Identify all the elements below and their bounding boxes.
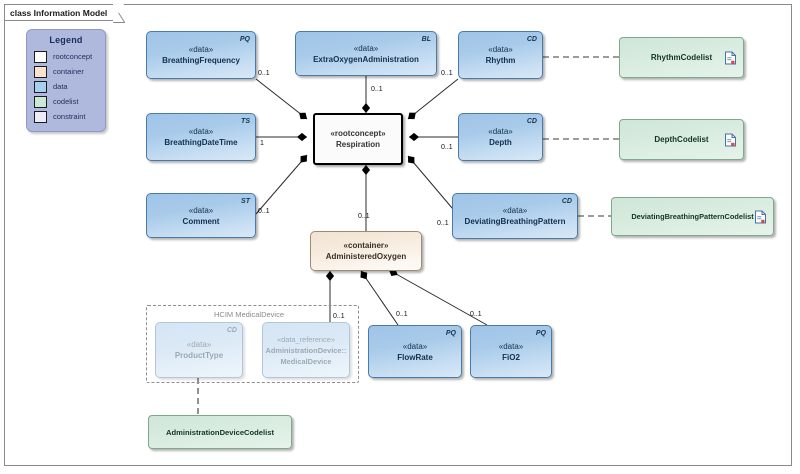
class-administered-oxygen[interactable]: «container» AdministeredOxygen <box>310 231 422 271</box>
class-breathing-frequency-stereotype: «data» <box>188 45 214 54</box>
multiplicity-deviating-breathing-pattern: 0..1 <box>437 220 449 227</box>
multiplicity-comment: 0..1 <box>258 208 270 215</box>
document-icon <box>725 51 736 64</box>
class-flow-rate[interactable]: PQ «data» FlowRate <box>368 325 462 378</box>
class-administered-oxygen-stereotype: «container» <box>343 241 389 250</box>
multiplicity-flow-rate: 0..1 <box>396 311 408 318</box>
class-rhythm-type: CD <box>526 36 537 43</box>
legend-title: Legend <box>49 35 83 45</box>
diagram-title: class Information Model <box>10 7 108 18</box>
class-rhythm-name: Rhythm <box>485 56 516 65</box>
legend-swatch-rootconcept <box>34 50 47 63</box>
class-fio2-name: FiO2 <box>502 352 520 362</box>
class-product-type[interactable]: CD «data» ProductType <box>155 322 243 378</box>
codelist-administration-device[interactable]: AdministrationDeviceCodelist <box>148 415 292 449</box>
multiplicity-depth: 0..1 <box>441 144 453 151</box>
multiplicity-fio2: 0..1 <box>470 311 482 318</box>
multiplicity-breathing-frequency: 0..1 <box>258 70 270 77</box>
legend-label-container: container <box>53 67 84 76</box>
legend-label-rootconcept: rootconcept <box>53 52 93 61</box>
class-breathing-datetime-stereotype: «data» <box>188 127 214 136</box>
class-comment[interactable]: ST «data» Comment <box>146 193 256 238</box>
class-deviating-breathing-pattern-type: CD <box>561 198 572 205</box>
codelist-deviating-breathing-pattern[interactable]: DeviatingBreathingPatternCodelist <box>611 197 774 236</box>
class-comment-type: ST <box>241 198 250 205</box>
legend-item-data: data <box>27 79 105 94</box>
class-breathing-datetime-type: TS <box>241 118 250 125</box>
legend-label-constraint: constraint <box>53 112 86 121</box>
codelist-administration-device-name: AdministrationDeviceCodelist <box>165 427 275 437</box>
legend-swatch-data <box>34 80 47 93</box>
codelist-depth-name: DepthCodelist <box>654 135 709 144</box>
class-depth-name: Depth <box>489 138 512 147</box>
legend-item-codelist: codelist <box>27 94 105 109</box>
class-breathing-frequency[interactable]: PQ «data» BreathingFrequency <box>146 31 256 79</box>
class-fio2[interactable]: PQ «data» FiO2 <box>470 325 552 378</box>
codelist-deviating-breathing-pattern-name: DeviatingBreathingPatternCodelist <box>631 212 754 221</box>
class-deviating-breathing-pattern-stereotype: «data» <box>502 206 528 215</box>
legend-item-container: container <box>27 64 105 79</box>
class-deviating-breathing-pattern-name: DeviatingBreathingPattern <box>464 217 566 226</box>
class-deviating-breathing-pattern[interactable]: CD «data» DeviatingBreathingPattern <box>452 193 578 239</box>
class-breathing-frequency-type: PQ <box>239 36 250 43</box>
class-depth-type: CD <box>526 118 537 125</box>
class-extra-oxygen-administration[interactable]: BL «data» ExtraOxygenAdministration <box>295 31 437 76</box>
legend-item-constraint: constraint <box>27 109 105 124</box>
class-extra-oxygen-administration-type: BL <box>421 36 431 43</box>
class-flow-rate-stereotype: «data» <box>402 341 428 351</box>
multiplicity-medical-device: 0..1 <box>333 313 345 320</box>
class-depth-stereotype: «data» <box>488 127 513 136</box>
class-extra-oxygen-administration-name: ExtraOxygenAdministration <box>313 54 419 64</box>
document-icon <box>755 210 766 223</box>
legend-panel: Legend rootconcept container data codeli… <box>26 29 106 132</box>
class-administration-device-medical-device-stereotype: «data_reference» <box>277 334 335 344</box>
class-flow-rate-type: PQ <box>445 330 456 337</box>
class-breathing-datetime-name: BreathingDateTime <box>164 138 238 147</box>
group-hcim-medical-device-label: HCIM MedicalDevice <box>214 310 285 319</box>
class-breathing-frequency-name: BreathingFrequency <box>162 56 240 65</box>
class-administration-device-medical-device-name-line2: MedicalDevice <box>280 356 332 366</box>
class-administered-oxygen-name: AdministeredOxygen <box>325 252 407 261</box>
class-comment-stereotype: «data» <box>188 205 214 215</box>
class-administration-device-medical-device-name-line1: AdministrationDevice:: <box>265 345 347 355</box>
class-product-type-type: CD <box>226 327 237 334</box>
class-comment-name: Comment <box>182 216 220 226</box>
multiplicity-administered-oxygen: 0..1 <box>358 213 370 220</box>
class-fio2-stereotype: «data» <box>498 341 524 351</box>
legend-swatch-codelist <box>34 95 47 108</box>
class-product-type-name: ProductType <box>174 351 224 360</box>
class-extra-oxygen-administration-stereotype: «data» <box>353 43 379 53</box>
class-breathing-datetime[interactable]: TS «data» BreathingDateTime <box>146 113 256 161</box>
legend-label-codelist: codelist <box>53 97 79 106</box>
class-respiration-stereotype: «rootconcept» <box>330 129 386 138</box>
multiplicity-extra-oxygen: 0..1 <box>371 86 383 93</box>
class-flow-rate-name: FlowRate <box>397 352 433 362</box>
class-administration-device-medical-device[interactable]: «data_reference» AdministrationDevice:: … <box>262 322 350 378</box>
legend-swatch-container <box>34 65 47 78</box>
diagram-frame-title-tab: class Information Model <box>4 4 126 23</box>
group-hcim-medical-device <box>146 305 359 383</box>
legend-item-rootconcept: rootconcept <box>27 49 105 64</box>
class-rhythm-stereotype: «data» <box>488 45 513 54</box>
codelist-depth[interactable]: DepthCodelist <box>619 119 744 160</box>
codelist-rhythm-name: RhythmCodelist <box>650 53 713 62</box>
class-rhythm[interactable]: CD «data» Rhythm <box>458 31 543 79</box>
multiplicity-breathing-datetime: 1 <box>260 140 264 147</box>
class-respiration-name: Respiration <box>335 140 380 149</box>
class-product-type-stereotype: «data» <box>186 340 212 349</box>
legend-label-data: data <box>53 82 68 91</box>
class-fio2-type: PQ <box>535 330 546 337</box>
class-respiration[interactable]: «rootconcept» Respiration <box>313 113 403 165</box>
document-icon <box>725 133 736 146</box>
multiplicity-rhythm: 0..1 <box>441 70 453 77</box>
frame-tab-notch <box>113 4 126 23</box>
codelist-rhythm[interactable]: RhythmCodelist <box>619 37 744 78</box>
class-depth[interactable]: CD «data» Depth <box>458 113 543 161</box>
legend-swatch-constraint <box>34 110 47 123</box>
